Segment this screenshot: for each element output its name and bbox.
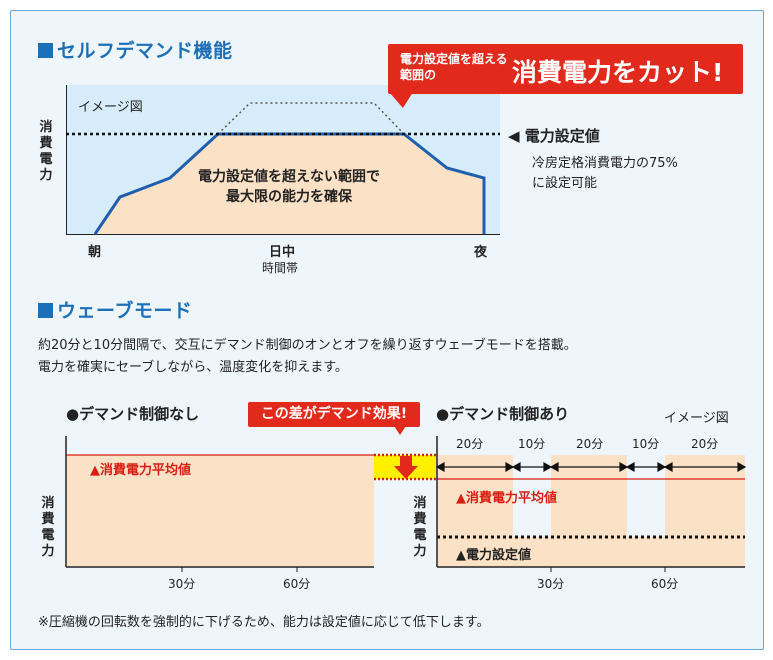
off-block-2 bbox=[627, 537, 665, 567]
interval-label-5: 20分 bbox=[691, 437, 719, 451]
right-setpoint-label: ▲電力設定値 bbox=[456, 548, 531, 563]
interval-label-2: 10分 bbox=[518, 437, 546, 451]
down-arrow-icon bbox=[394, 456, 418, 479]
self-demand-heading: セルフデマンド機能 bbox=[38, 36, 233, 63]
on-block-3 bbox=[665, 455, 745, 567]
right-chart-title: ●デマンド制御あり bbox=[436, 405, 570, 423]
y-axis-label-1: 消費電力 bbox=[39, 120, 53, 183]
left-tick-60: 60分 bbox=[283, 577, 311, 591]
x-tick-daytime: 日中 bbox=[269, 245, 296, 260]
on-block-1 bbox=[437, 455, 513, 567]
interval-label-4: 10分 bbox=[632, 437, 660, 451]
right-avg-label: ▲消費電力平均値 bbox=[456, 491, 557, 506]
setpoint-note-1: 冷房定格消費電力の75% bbox=[532, 156, 678, 171]
left-power-block bbox=[66, 455, 374, 566]
image-label-2: イメージ図 bbox=[664, 411, 729, 426]
on-block-2 bbox=[551, 455, 627, 567]
left-chart-title: ●デマンド制御なし bbox=[66, 405, 200, 423]
left-tick-30: 30分 bbox=[168, 577, 196, 591]
y-axis-label-3: 消費電力 bbox=[413, 496, 427, 559]
inside-text-1: 電力設定値を超えない範囲で bbox=[198, 169, 380, 185]
interval-label-3: 20分 bbox=[576, 437, 604, 451]
wave-desc-2: 電力を確実にセーブしながら、温度変化を抑えます。 bbox=[38, 360, 348, 375]
interval-label-1: 20分 bbox=[456, 437, 484, 451]
x-axis-label: 時間帯 bbox=[262, 261, 299, 275]
interval-arrows bbox=[435, 461, 747, 473]
off-block-1 bbox=[513, 537, 551, 567]
y-axis-label-2: 消費電力 bbox=[41, 496, 55, 559]
callout-big-text: 消費電力をカット! bbox=[512, 58, 724, 87]
setpoint-label: ◀ 電力設定値 bbox=[508, 127, 600, 145]
right-tick-60: 60分 bbox=[651, 577, 679, 591]
setpoint-note-2: に設定可能 bbox=[532, 176, 598, 191]
x-tick-night: 夜 bbox=[474, 245, 488, 260]
right-tick-30: 30分 bbox=[537, 577, 565, 591]
wave-desc-1: 約20分と10分間隔で、交互にデマンド制御のオンとオフを繰り返すウェーブモードを… bbox=[38, 338, 577, 353]
image-label-1: イメージ図 bbox=[78, 100, 143, 115]
left-avg-label: ▲消費電力平均値 bbox=[90, 463, 191, 478]
callout-small-text: 電力設定値を超える範囲の bbox=[400, 52, 508, 82]
cut-callout: 電力設定値を超える範囲の 消費電力をカット! bbox=[388, 44, 743, 108]
wave-mode-heading: ウェーブモード bbox=[38, 296, 192, 323]
inside-text-2: 最大限の能力を確保 bbox=[226, 189, 352, 205]
uncapped-power-curve bbox=[217, 102, 405, 135]
footnote: ※圧縮機の回転数を強制的に下げるため、能力は設定値に応じて低下します。 bbox=[38, 615, 490, 630]
x-tick-morning: 朝 bbox=[88, 245, 102, 260]
effect-tag: この差がデマンド効果! bbox=[248, 402, 420, 435]
